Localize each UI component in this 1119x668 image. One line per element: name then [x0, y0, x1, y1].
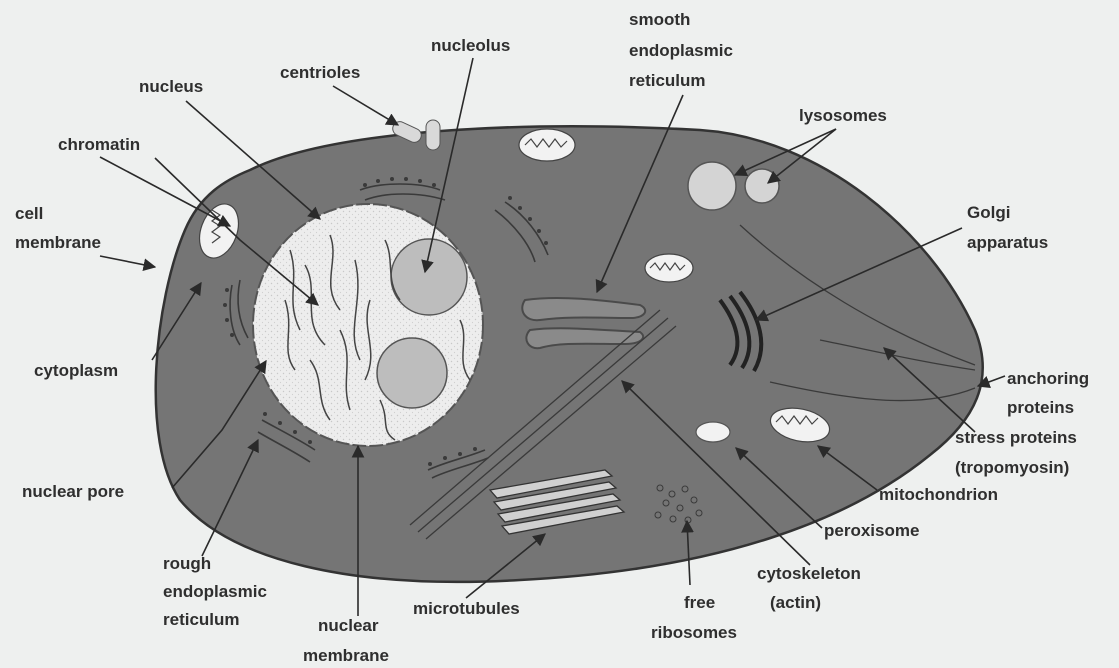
label-nuclear-membrane-2: membrane: [303, 646, 389, 665]
label-microtubules: microtubules: [413, 599, 520, 618]
label-smooth-er-1: smooth: [629, 10, 690, 29]
label-cytoskeleton-1: cytoskeleton: [757, 564, 861, 583]
label-rough-er-3: reticulum: [163, 610, 240, 629]
label-free-ribosomes-1: free: [684, 593, 715, 612]
peroxisome: [696, 422, 730, 442]
label-free-ribosomes-2: ribosomes: [651, 623, 737, 642]
label-nucleolus: nucleolus: [431, 36, 510, 55]
label-smooth-er-3: reticulum: [629, 71, 706, 90]
label-chromatin: chromatin: [58, 135, 140, 154]
nucleolus: [391, 239, 467, 315]
label-anchoring-2: proteins: [1007, 398, 1074, 417]
label-centrioles: centrioles: [280, 63, 360, 82]
label-stress-proteins-2: (tropomyosin): [955, 458, 1069, 477]
nucleolus-2: [377, 338, 447, 408]
label-golgi-2: apparatus: [967, 233, 1048, 252]
label-rough-er-2: endoplasmic: [163, 582, 267, 601]
leader-cell-membrane: [100, 256, 155, 267]
label-lysosomes: lysosomes: [799, 106, 887, 125]
label-rough-er-1: rough: [163, 554, 211, 573]
label-golgi-1: Golgi: [967, 203, 1010, 222]
label-mitochondrion: mitochondrion: [879, 485, 998, 504]
label-peroxisome: peroxisome: [824, 521, 919, 540]
label-nuclear-pore: nuclear pore: [22, 482, 124, 501]
label-anchoring-1: anchoring: [1007, 369, 1089, 388]
leader-centrioles: [333, 86, 398, 125]
label-cytoplasm: cytoplasm: [34, 361, 118, 380]
label-cell-membrane-1: cell: [15, 204, 43, 223]
label-cell-membrane-2: membrane: [15, 233, 101, 252]
label-nuclear-membrane-1: nuclear: [318, 616, 379, 635]
label-cytoskeleton-2: (actin): [770, 593, 821, 612]
label-nucleus: nucleus: [139, 77, 203, 96]
label-smooth-er-2: endoplasmic: [629, 41, 733, 60]
